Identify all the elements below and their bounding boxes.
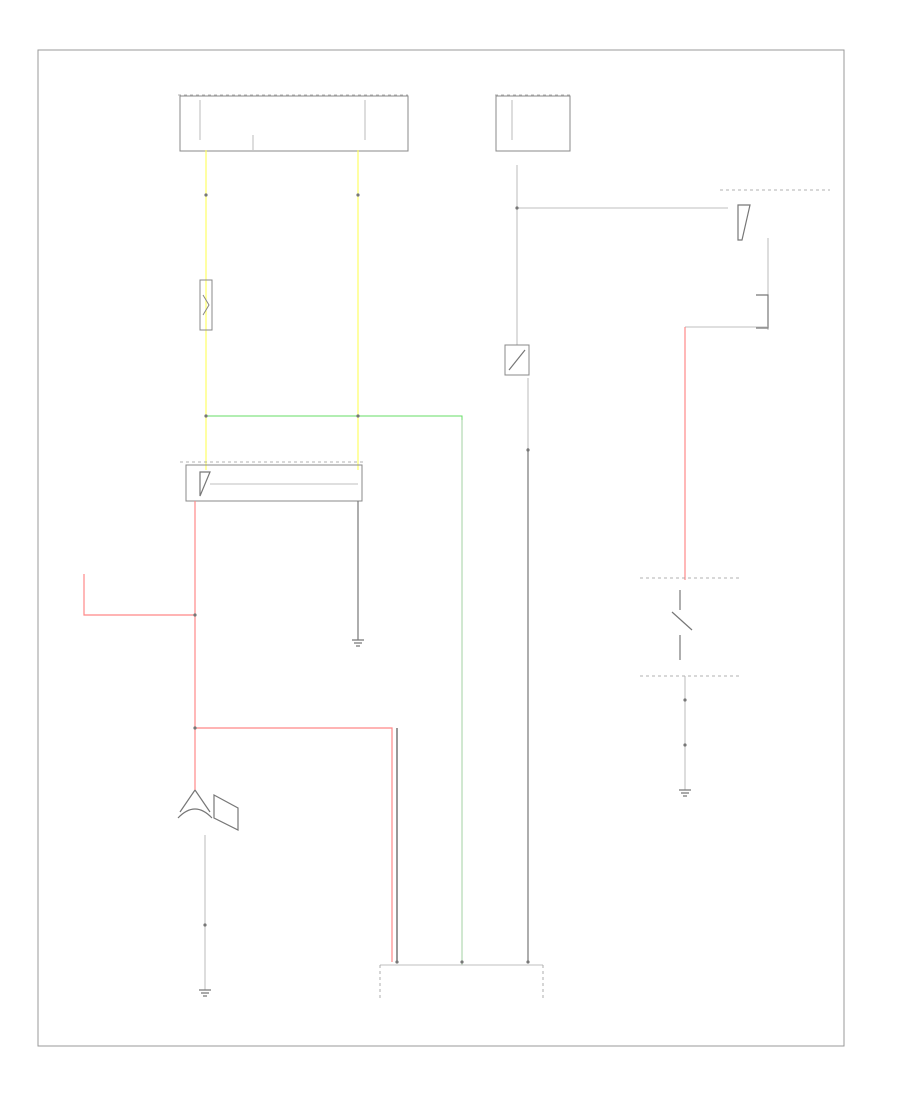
- fuse-box-right: [495, 94, 571, 152]
- transmission-switch: [177, 789, 239, 997]
- fuse-box-left: [178, 94, 409, 152]
- left-column-resistor: [199, 279, 213, 331]
- brake-pedal-switch: [504, 344, 530, 376]
- diagram-frame: [37, 49, 845, 1047]
- park-neutral-switch: [640, 577, 740, 677]
- brake-switch: [517, 189, 830, 330]
- wire-red-to-pcm: [195, 727, 393, 962]
- relay-box: [180, 461, 366, 502]
- relay-ground-symbol: [352, 639, 364, 647]
- wire-green: [206, 415, 463, 965]
- wire-red-branch: [83, 574, 195, 616]
- powertrain-control-module: [379, 964, 544, 1000]
- wire-nodes: [193, 193, 687, 964]
- right-ground-symbol: [679, 789, 691, 797]
